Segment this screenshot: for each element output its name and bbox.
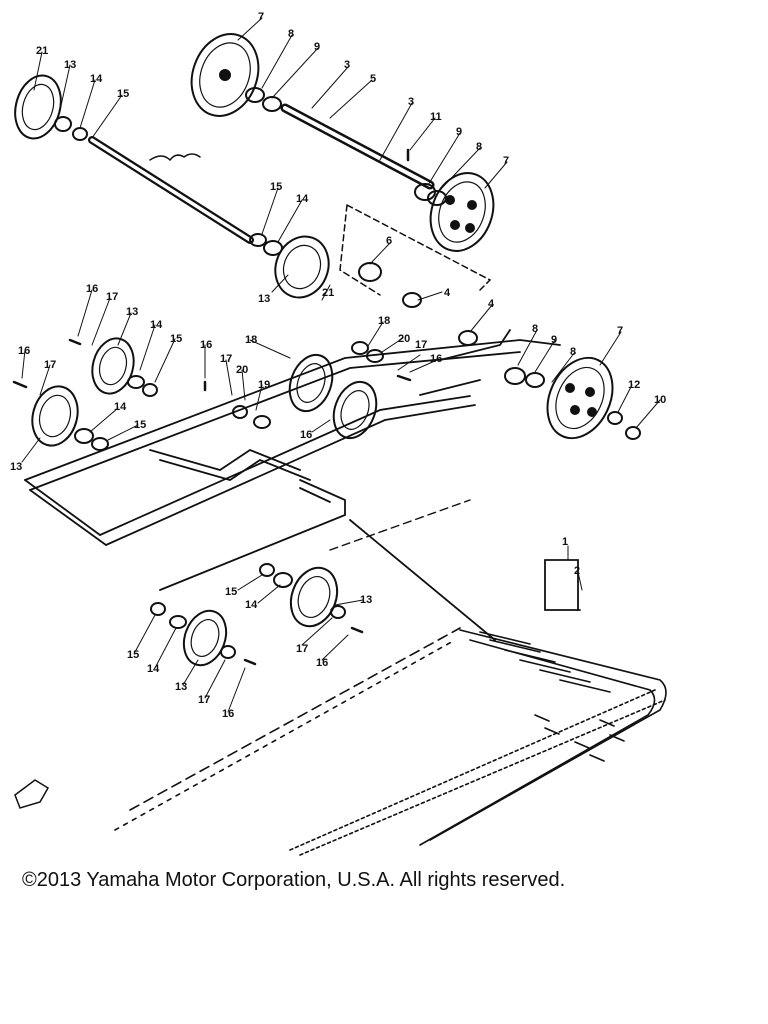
callout-15-bottom-right: 15: [225, 586, 237, 598]
wheel-lower-left: [31, 385, 79, 447]
copyright-notice: ©2013 Yamaha Motor Corporation, U.S.A. A…: [22, 869, 566, 891]
callout-16-bottom-left: 16: [222, 708, 234, 720]
callout-17-left: 17: [106, 291, 118, 303]
callout-10: 10: [654, 394, 666, 406]
sprocket-wheel-top-left: [190, 33, 260, 117]
callout-2: 2: [574, 565, 580, 577]
callout-15-axle: 15: [270, 181, 282, 193]
callout-20-rail: 20: [236, 364, 248, 376]
track-belt: [114, 627, 667, 856]
callout-5: 5: [370, 73, 376, 85]
callout-4-b: 4: [488, 298, 495, 310]
callout-1: 1: [562, 536, 568, 548]
slide-rail-frame: [24, 329, 581, 641]
callout-12: 12: [628, 379, 640, 391]
callout-14-bottom-right: 14: [245, 599, 258, 611]
callout-8-mid: 8: [476, 141, 482, 153]
wheel-rail-center: [288, 353, 334, 413]
callout-17-rail: 17: [220, 353, 232, 365]
callout-13-lower: 13: [10, 461, 22, 473]
callout-13-bottom-right: 13: [360, 594, 372, 606]
callout-16-far-left: 16: [18, 345, 30, 357]
callout-16-rail: 16: [300, 429, 312, 441]
callout-7-right: 7: [617, 325, 623, 337]
callout-14-axle: 14: [296, 193, 309, 205]
wheel-center: [274, 235, 330, 299]
callout-16-b: 16: [430, 353, 442, 365]
bracket-outline: [339, 204, 492, 296]
callout-13-axle: 13: [258, 293, 270, 305]
callout-18-a: 18: [245, 334, 257, 346]
parts-diagram: 7 8 9 3 5 3 11 9 8 7 21 13 14 15 15 14 1…: [10, 11, 667, 856]
leader-lines: [21, 17, 661, 713]
callout-20-b: 20: [398, 333, 410, 345]
callout-3-mid: 3: [408, 96, 414, 108]
rear-axle-shaft: [88, 136, 254, 244]
callout-9-right: 9: [551, 334, 557, 346]
callout-6: 6: [386, 235, 392, 247]
callout-17-bottom-right: 17: [296, 643, 308, 655]
callout-11: 11: [430, 111, 442, 123]
callout-14-bottom-left: 14: [147, 663, 160, 675]
callout-3-top: 3: [344, 59, 350, 71]
callout-13-top: 13: [64, 59, 76, 71]
callout-14-lower: 14: [114, 401, 127, 413]
callout-17-bottom-left: 17: [198, 694, 210, 706]
callout-17-b: 17: [415, 339, 427, 351]
callout-16-left: 16: [86, 283, 98, 295]
callout-13-bottom-left: 13: [175, 681, 187, 693]
wheel-mid-left: [91, 337, 135, 395]
sprocket-wheel-top-right: [429, 172, 495, 252]
wheel-bottom-right: [289, 566, 339, 628]
callout-4-a: 4: [444, 287, 451, 299]
callout-8-top: 8: [288, 28, 294, 40]
drive-shaft: [280, 103, 435, 190]
callout-14-top: 14: [90, 73, 103, 85]
wheel-upper-left: [14, 74, 62, 140]
callout-21-axle: 21: [322, 287, 334, 299]
callout-21-top: 21: [36, 45, 48, 57]
bolts: [12, 148, 412, 666]
callout-15-lower: 15: [134, 419, 146, 431]
callout-8-far-right: 8: [570, 346, 576, 358]
callout-9-top: 9: [314, 41, 320, 53]
callout-8-right: 8: [532, 323, 538, 335]
wheel-front-right: [546, 356, 614, 440]
callout-16-bottom-right: 16: [316, 657, 328, 669]
callout-labels: 7 8 9 3 5 3 11 9 8 7 21 13 14 15 15 14 1…: [10, 11, 666, 720]
small-clip-part: [14, 779, 50, 809]
callout-15-left: 15: [170, 333, 182, 345]
callout-16-mid: 16: [200, 339, 212, 351]
callout-15-bottom-left: 15: [127, 649, 139, 661]
callout-14-left: 14: [150, 319, 163, 331]
callout-9-mid: 9: [456, 126, 462, 138]
callout-7-top: 7: [258, 11, 264, 23]
callout-15-top: 15: [117, 88, 129, 100]
callout-17-far-left: 17: [44, 359, 56, 371]
callout-18-b: 18: [378, 315, 390, 327]
callout-19: 19: [258, 379, 270, 391]
callout-7-mid: 7: [503, 155, 509, 167]
callout-13-left: 13: [126, 306, 138, 318]
